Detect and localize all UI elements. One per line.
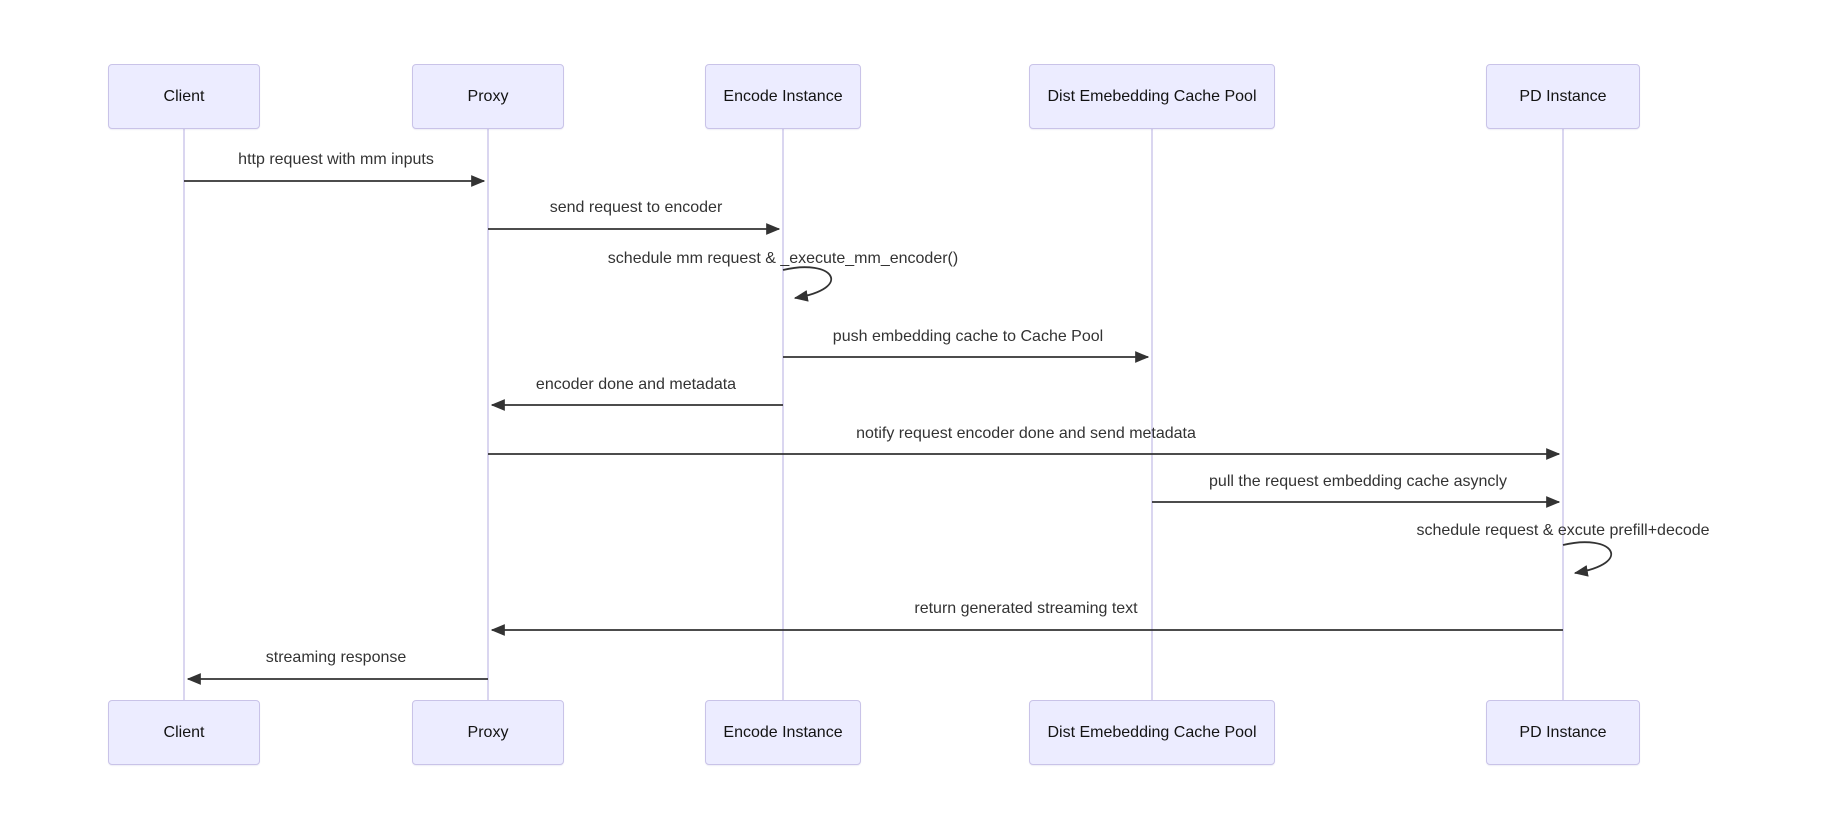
message-label-send-request-to-encoder: send request to encoder — [549, 199, 723, 216]
message-label-streaming-response: streaming response — [265, 649, 407, 666]
actor-label-encode-instance: Encode Instance — [723, 723, 843, 741]
actor-box-pd-instance-bottom: PD Instance — [1486, 700, 1640, 765]
actor-box-pd-instance-top: PD Instance — [1486, 64, 1640, 129]
actor-box-client-bottom: Client — [108, 700, 260, 765]
message-label-return-streaming-text: return generated streaming text — [914, 600, 1138, 617]
actor-box-proxy-top: Proxy — [412, 64, 564, 129]
actor-label-dist-cache-pool: Dist Emebedding Cache Pool — [1047, 87, 1257, 105]
actor-box-dist-cache-pool-bottom: Dist Emebedding Cache Pool — [1029, 700, 1275, 765]
actor-label-proxy: Proxy — [467, 87, 509, 105]
actor-label-dist-cache-pool: Dist Emebedding Cache Pool — [1047, 723, 1257, 741]
actor-box-encode-instance-bottom: Encode Instance — [705, 700, 861, 765]
actor-label-client: Client — [163, 723, 205, 741]
actor-label-encode-instance: Encode Instance — [723, 87, 843, 105]
message-label-execute-mm-encoder: schedule mm request & _execute_mm_encode… — [607, 250, 959, 267]
actor-box-encode-instance-top: Encode Instance — [705, 64, 861, 129]
actor-label-pd-instance: PD Instance — [1519, 723, 1607, 741]
message-label-prefill-decode: schedule request & excute prefill+decode — [1416, 522, 1710, 539]
actor-box-dist-cache-pool-top: Dist Emebedding Cache Pool — [1029, 64, 1275, 129]
actor-label-proxy: Proxy — [467, 723, 509, 741]
message-label-push-embedding-cache: push embedding cache to Cache Pool — [832, 328, 1104, 345]
self-loop-execute-mm-encoder — [782, 266, 832, 302]
message-label-pull-embedding-cache: pull the request embedding cache asyncly — [1209, 473, 1507, 490]
message-label-notify-encoder-done: notify request encoder done and send met… — [856, 425, 1196, 442]
message-label-encoder-done-metadata: encoder done and metadata — [535, 376, 737, 393]
actor-box-client-top: Client — [108, 64, 260, 129]
message-label-http-request: http request with mm inputs — [238, 151, 434, 168]
self-loop-prefill-decode — [1562, 541, 1612, 577]
actor-label-pd-instance: PD Instance — [1519, 87, 1607, 105]
actor-box-proxy-bottom: Proxy — [412, 700, 564, 765]
actor-label-client: Client — [163, 87, 205, 105]
